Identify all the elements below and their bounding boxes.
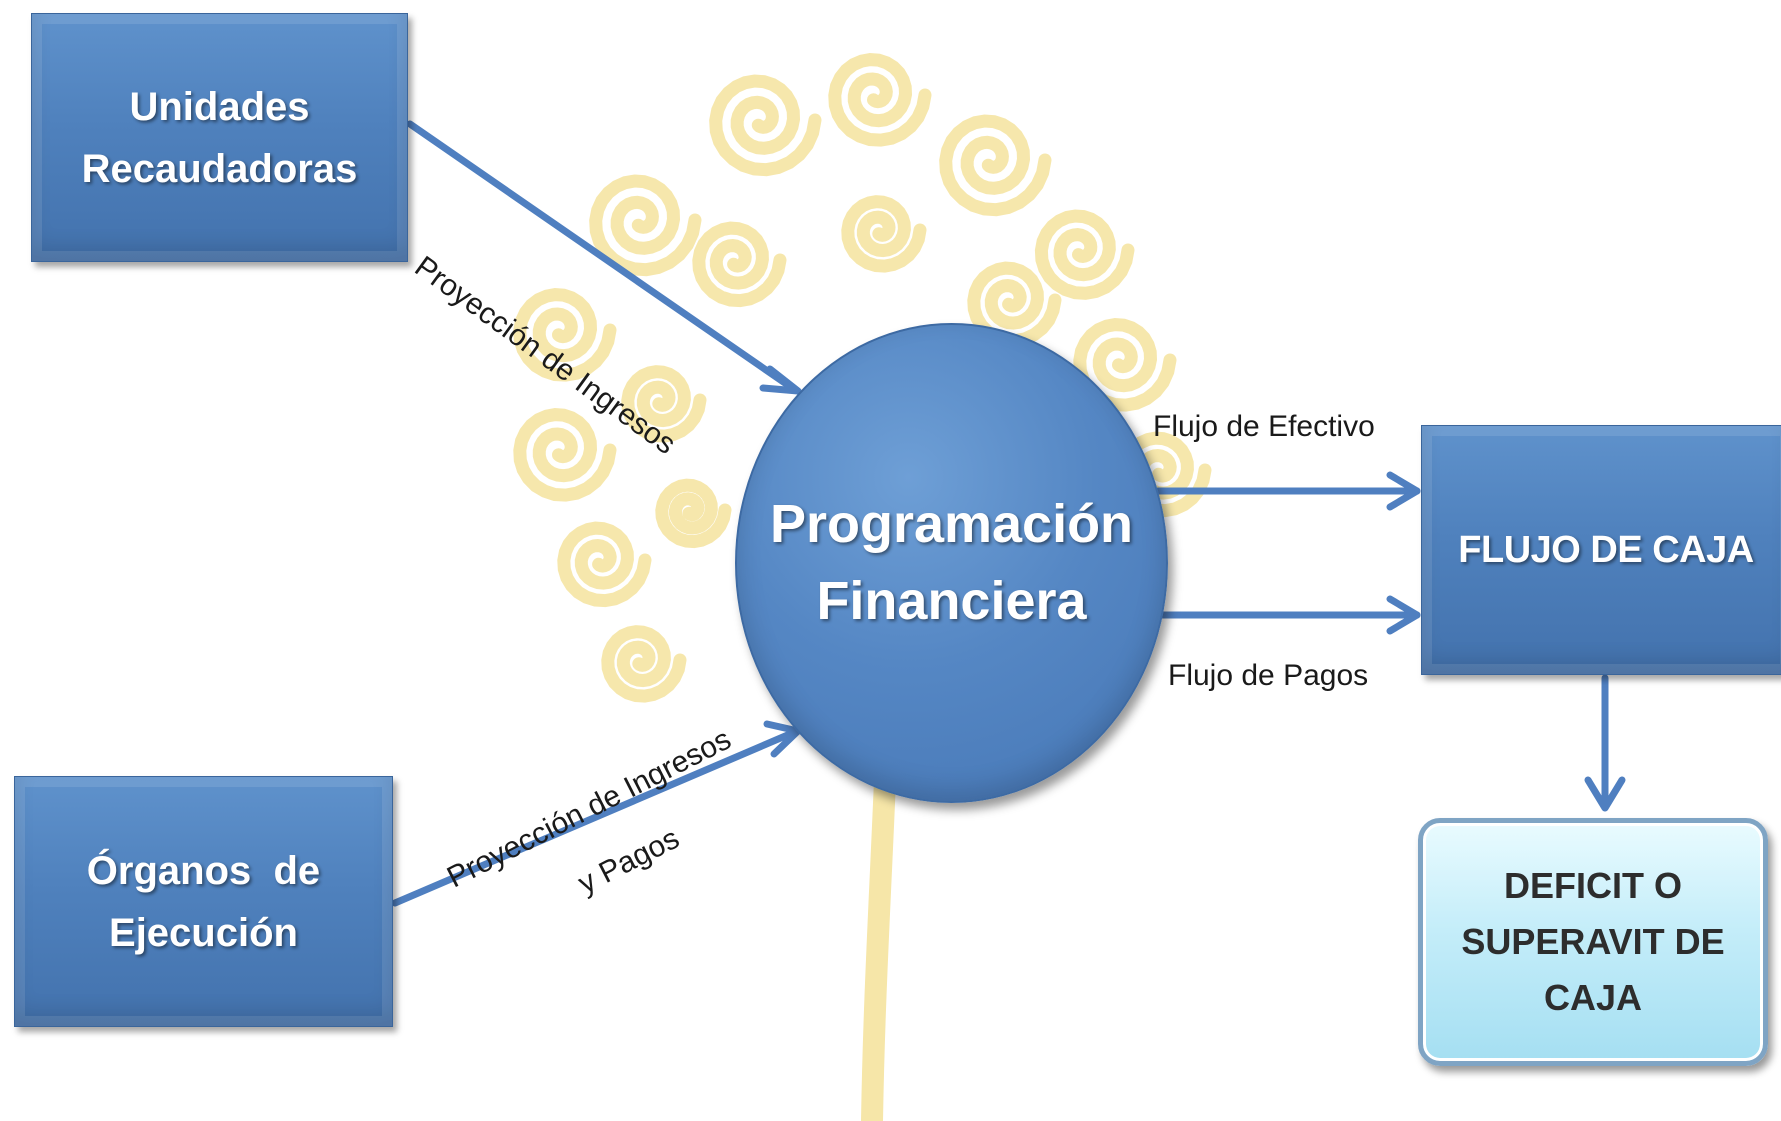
arrow-organos-to-programacion bbox=[391, 727, 801, 907]
node-programacion-line1: Programación bbox=[769, 494, 1134, 555]
arrow-efectivo-to-flujo-head bbox=[1386, 471, 1421, 511]
swirl-shape bbox=[939, 114, 1052, 217]
swirl-shape bbox=[513, 288, 617, 382]
node-unidades-recaudadoras: Unidades Recaudadoras bbox=[31, 13, 408, 262]
node-deficit-line3: CAJA bbox=[1543, 976, 1642, 1018]
arrow-flujo-to-deficit-head bbox=[1584, 776, 1626, 812]
node-flujo-de-caja: FLUJO DE CAJA bbox=[1421, 425, 1781, 675]
swirl-shape bbox=[601, 625, 687, 703]
node-deficit-line2: SUPERAVIT DE bbox=[1461, 921, 1725, 963]
node-deficit-o-superavit: DEFICIT O SUPERAVIT DE CAJA bbox=[1418, 818, 1768, 1066]
node-organos-de-ejecucion: Órganos de Ejecución bbox=[14, 776, 393, 1027]
swirl-shape bbox=[655, 478, 732, 549]
swirl-shape bbox=[841, 195, 927, 273]
arrow-unidades-to-programacion bbox=[406, 120, 799, 394]
node-organos-line2: Ejecución bbox=[109, 910, 298, 955]
swirl-shape bbox=[1034, 209, 1135, 300]
arrow-unidades-to-programacion-head bbox=[759, 365, 802, 395]
node-organos-line1: Órganos de bbox=[86, 848, 321, 893]
swirl-shape bbox=[557, 521, 652, 608]
swirl-shape bbox=[709, 74, 822, 177]
swirl-shape bbox=[621, 365, 707, 443]
node-unidades-line2: Recaudadoras bbox=[81, 146, 358, 191]
swirl-shape bbox=[828, 53, 932, 147]
node-programacion-financiera: Programación Financiera bbox=[735, 323, 1168, 803]
node-flujo-label: FLUJO DE CAJA bbox=[1458, 528, 1754, 571]
node-programacion-line2: Financiera bbox=[816, 571, 1087, 631]
swirl-shape bbox=[513, 408, 617, 502]
swirl-shape bbox=[589, 174, 702, 277]
arrow-pagos-to-flujo-head bbox=[1386, 595, 1421, 635]
swirl-shape bbox=[692, 221, 787, 308]
edge-label-flujo-de-pagos: Flujo de Pagos bbox=[1168, 659, 1369, 692]
node-unidades-line1: Unidades bbox=[129, 84, 310, 129]
node-deficit-line1: DEFICIT O bbox=[1504, 865, 1682, 907]
edge-label-flujo-de-efectivo: Flujo de Efectivo bbox=[1153, 410, 1375, 443]
